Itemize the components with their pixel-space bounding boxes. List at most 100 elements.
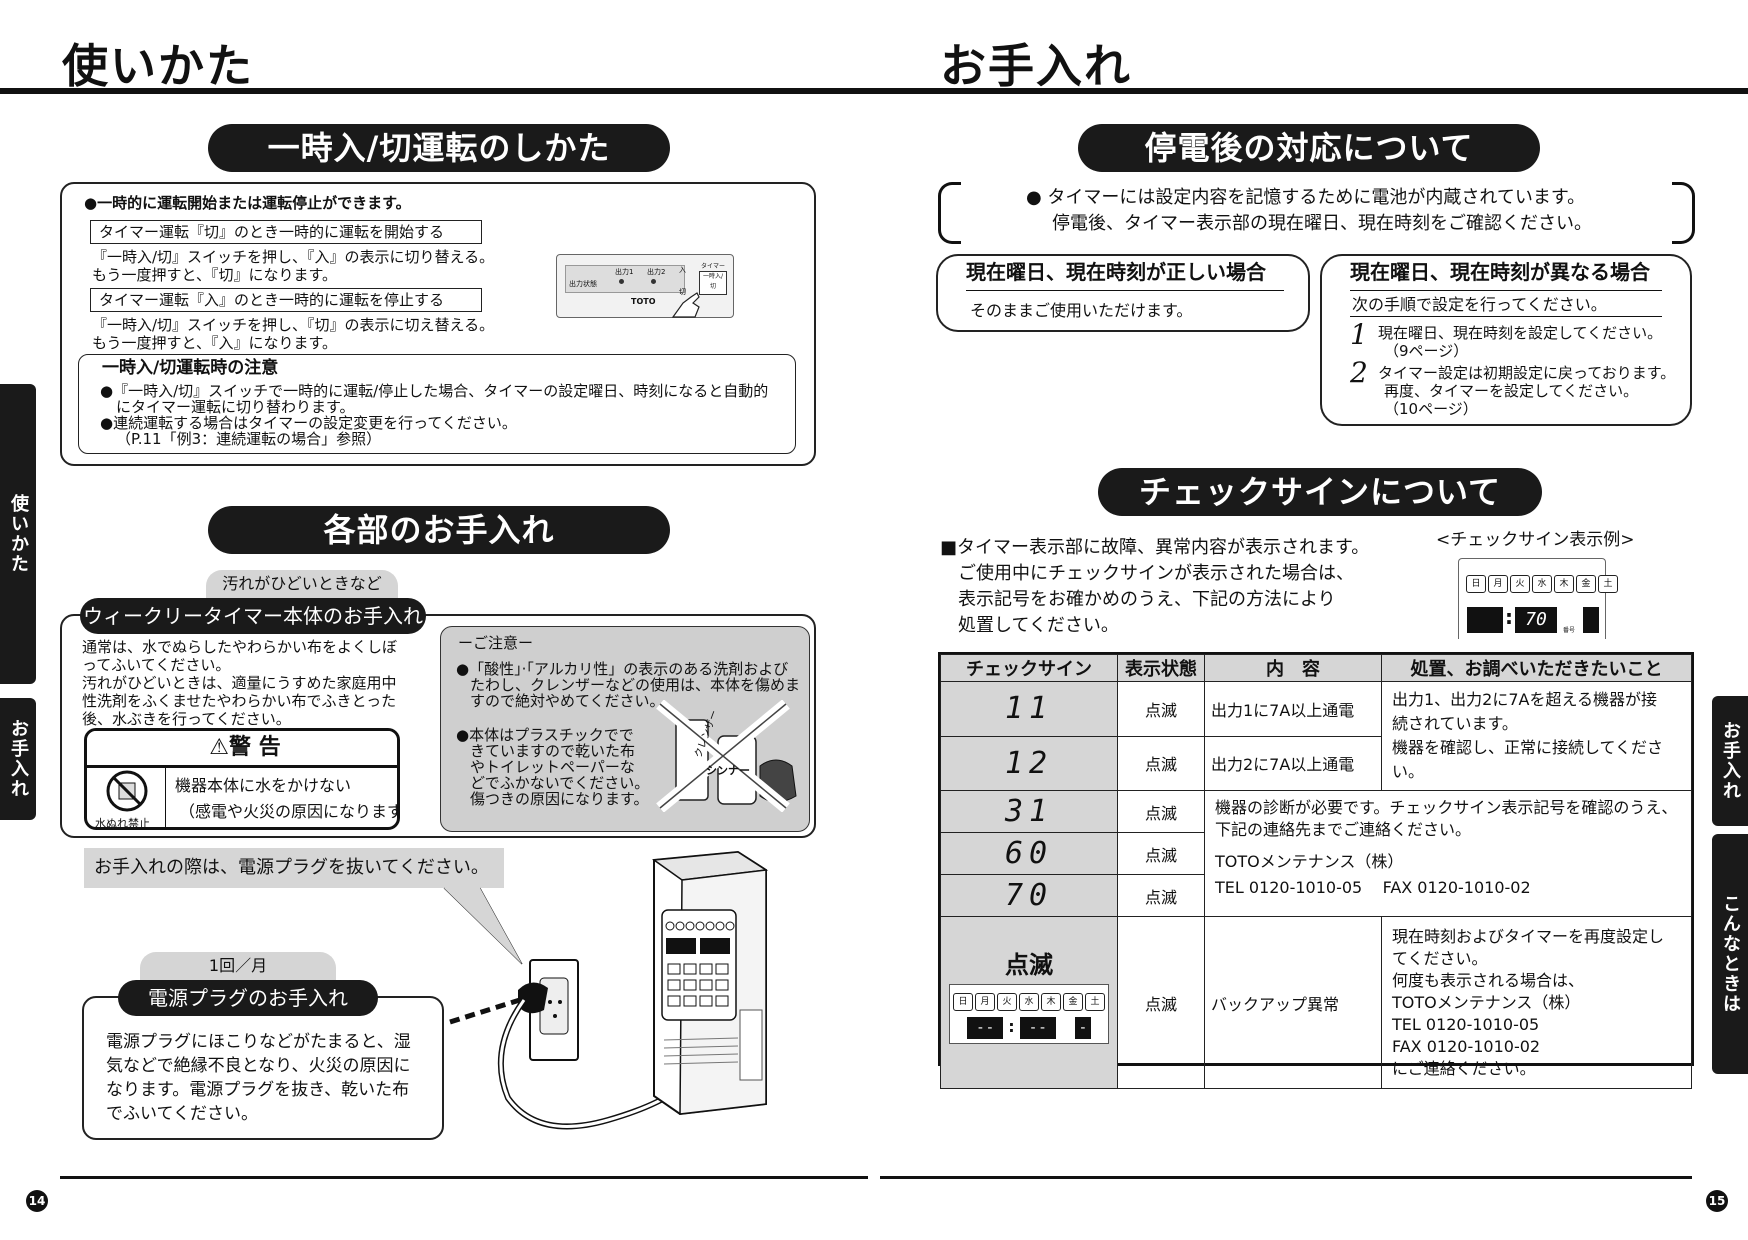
side-tab-usage[interactable]: 使いかた	[0, 384, 36, 684]
content-11: 出力1に7A以上通電	[1204, 681, 1382, 737]
warning-header: ⚠警 告	[87, 731, 397, 768]
monthly-tab: 1回／月	[140, 952, 336, 980]
backup-example-panel: 日月火水木金土 - - : - - -	[949, 984, 1109, 1044]
page-number-left: 14	[26, 1190, 48, 1212]
section-title-power-outage: 停電後の対応について	[1078, 124, 1540, 172]
warning-text-1: 機器本体に水をかけない	[175, 776, 352, 795]
example-sign-label: 番号	[1563, 627, 1576, 634]
backup-action-4: TEL 0120-1010-05	[1392, 1014, 1540, 1034]
backup-day-mon: 月	[975, 993, 995, 1011]
caution2-1: きていますので乾いた布	[470, 742, 636, 760]
state-11: 点滅	[1117, 681, 1205, 737]
correct-time-title: 現在曜日、現在時刻が正しい場合	[966, 260, 1266, 284]
side-tab-troubleshoot[interactable]: こんなときは	[1712, 834, 1748, 1074]
content-12: 出力2に7A以上通電	[1204, 735, 1382, 791]
right-page-header: お手入れ	[940, 39, 1132, 93]
footer-rule-right	[880, 1176, 1692, 1179]
panel-on-label: 入	[679, 266, 686, 274]
panel-led-1	[619, 279, 624, 284]
temp-onoff-intro: ●一時的に運転開始または運転停止ができます。	[84, 194, 411, 212]
left-page-header: 使いかた	[62, 39, 254, 93]
dashed-line	[449, 995, 527, 1025]
example-display-sign	[1583, 607, 1599, 633]
text-stop-a: 『一時入/切』スイッチを押し、『切』の表示に切え替える。	[92, 316, 495, 334]
step2-text-b: 再度、タイマーを設定してください。	[1384, 382, 1639, 400]
action-backup: 現在時刻およびタイマーを再度設定し てください。 何度も表示される場合は、 TO…	[1381, 916, 1692, 1089]
table-row: 31 点滅 機器の診断が必要です。チェックサイン表示記号を確認のうえ、 下記の連…	[940, 790, 1692, 917]
note2b: （P.11「例3：連続運転の場合」参照）	[116, 430, 382, 448]
sign-11: 11	[940, 681, 1118, 737]
backup-day-wed: 水	[1019, 993, 1039, 1011]
backup-display-mins: - -	[1019, 1017, 1056, 1039]
backup-action-0: 現在時刻およびタイマーを再度設定し	[1392, 926, 1665, 946]
backup-day-sat: 土	[1085, 993, 1105, 1011]
incorrect-time-rule-2	[1350, 316, 1662, 317]
table-row: 12 点滅 出力2に7A以上通電	[940, 735, 1692, 791]
plug-text-1: 気などで絶縁不良となり、火災の原因に	[106, 1056, 411, 1076]
panel-out2-label: 出力2	[647, 268, 666, 276]
timer-panel-illustration: 出力状態 出力1 出力2 入 切 タイマー 一時入/切 TOTO	[556, 254, 734, 318]
note1b: にタイマー運転に切り替わります。	[116, 398, 355, 416]
action-diag-line1: 下記の連絡先までご連絡ください。	[1215, 820, 1472, 839]
caution1-2: すので絶対やめてください。	[470, 692, 665, 710]
label-stop: タイマー運転『入』のとき一時的に運転を停止する	[90, 288, 482, 312]
day-sat: 土	[1598, 575, 1618, 593]
day-wed: 水	[1532, 575, 1552, 593]
side-tab-care-right[interactable]: お手入れ	[1712, 696, 1748, 826]
plug-text-2: なります。電源プラグを抜き、乾いた布	[106, 1080, 410, 1100]
device-day-buttons	[665, 921, 735, 931]
warning-box: ⚠警 告 水ぬれ禁止 機器本体に水をかけない （感電や火災の原因になります。）	[84, 728, 400, 830]
check-example-panel: 日月火水木金土 : 70 番号	[1458, 558, 1618, 639]
side-tab-care-left[interactable]: お手入れ	[0, 698, 36, 820]
table-row: 11 点滅 出力1に7A以上通電 出力1、出力2に7Aを超える機器が接 続されて…	[940, 681, 1692, 791]
callout-pointer	[443, 887, 523, 965]
th-content: 内 容	[1204, 654, 1382, 682]
action-diagnosis: 機器の診断が必要です。チェックサイン表示記号を確認のうえ、 下記の連絡先までご連…	[1204, 790, 1692, 917]
day-thu: 木	[1554, 575, 1574, 593]
weekly-care-box	[60, 614, 816, 838]
dirty-tab: 汚れがひどいときなど	[206, 570, 398, 598]
incorrect-time-sub: 次の手順で設定を行ってください。	[1352, 295, 1607, 314]
warning-title: 警 告	[229, 735, 281, 760]
panel-status-label: 出力状態	[569, 280, 597, 288]
backup-display-sign: -	[1074, 1017, 1091, 1039]
check-sign-table: チェックサイン 表示状態 内 容 処置、お調べいただきたいこと 11 点滅 出力…	[940, 654, 1692, 1089]
check-intro-2: 表示記号をお確かめのうえ、下記の方法により	[958, 589, 1336, 610]
weekly-text-3: 性洗剤をふくませたやわらかい布でふきとった	[82, 692, 397, 710]
sign-70: 70	[940, 874, 1118, 917]
example-colon: :	[1505, 605, 1513, 629]
step1-number: 1	[1350, 318, 1368, 351]
day-fri: 金	[1576, 575, 1596, 593]
check-intro-3: 処置してください。	[958, 615, 1119, 636]
correct-time-rule	[966, 290, 1284, 291]
sign-backup: 点滅 日月火水木金土 - - : - - -	[940, 916, 1118, 1089]
caution2-2: やトイレットペーパーな	[470, 758, 635, 776]
page-number-right: 15	[1706, 1190, 1728, 1212]
backup-display-hours: - -	[967, 1017, 1004, 1039]
step2-number: 2	[1350, 356, 1368, 389]
check-intro-0: ■タイマー表示部に故障、異常内容が表示されます。	[940, 537, 1370, 558]
panel-brand: TOTO	[631, 297, 656, 306]
state-31: 点滅	[1117, 790, 1205, 833]
action-1-2-line1: 続されています。	[1392, 714, 1518, 733]
state-12: 点滅	[1117, 735, 1205, 791]
th-sign: チェックサイン	[940, 654, 1118, 682]
bracket-right	[1672, 182, 1695, 244]
example-day-buttons: 日月火水木金土	[1465, 571, 1619, 593]
action-1-2-line0: 出力1、出力2に7Aを超える機器が接	[1392, 690, 1658, 709]
weekly-text-4: 後、水ぶきを行ってください。	[82, 710, 291, 728]
backup-colon: :	[1008, 1017, 1015, 1036]
correct-time-box	[936, 254, 1310, 332]
caution1-1: たわし、クレンザーなどの使用は、本体を傷めま	[470, 676, 801, 694]
temp-onoff-switch[interactable]: 一時入/切	[699, 271, 727, 295]
device-panel	[661, 909, 737, 1021]
panel-led-2	[651, 279, 656, 284]
content-backup: バックアップ異常	[1204, 916, 1382, 1089]
panel-timer-label: タイマー	[701, 263, 726, 270]
power-text-2: 停電後、タイマー表示部の現在曜日、現在時刻をご確認ください。	[1052, 213, 1592, 234]
device-display-2	[700, 938, 730, 954]
weekly-text-2: 汚れがひどいときは、適量にうすめた家庭用中	[82, 674, 397, 692]
temp-onoff-note-title: 一時入/切運転時の注意	[102, 358, 279, 378]
maint-name: TOTOメンテナンス（株）	[1215, 852, 1404, 871]
caution2-4: 傷つきの原因になります。	[470, 790, 649, 808]
